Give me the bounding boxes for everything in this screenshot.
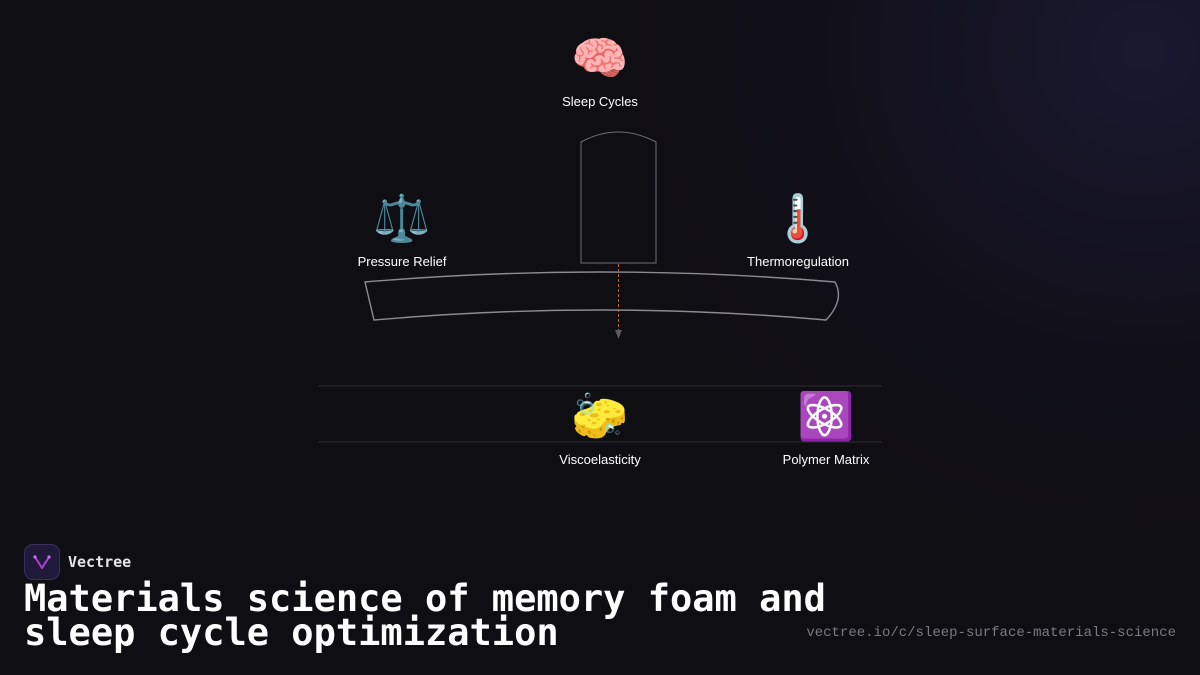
node-label: Pressure Relief xyxy=(357,254,447,269)
balance-scale-icon: ⚖️ xyxy=(373,192,431,244)
node-label: Sleep Cycles xyxy=(562,94,638,109)
vectree-logo xyxy=(24,544,60,580)
sponge-icon: 🧽 xyxy=(571,390,629,442)
node-polymer-matrix: ⚛️ Polymer Matrix xyxy=(746,388,906,467)
brain-icon: 🧠 xyxy=(571,32,629,84)
page-title: Materials science of memory foam and sle… xyxy=(24,577,826,654)
thermometer-icon: 🌡️ xyxy=(769,192,827,244)
node-label: Thermoregulation xyxy=(747,254,849,269)
source-url[interactable]: vectree.io/c/sleep-surface-materials-sci… xyxy=(806,625,1176,641)
node-pressure-relief: ⚖️ Pressure Relief xyxy=(322,190,482,269)
foam-layer-shape xyxy=(364,271,840,321)
brand: Vectree xyxy=(24,544,131,580)
atom-icon: ⚛️ xyxy=(797,390,855,442)
node-label: Viscoelasticity xyxy=(559,452,641,467)
compression-arrow-head xyxy=(615,330,622,339)
node-label: Polymer Matrix xyxy=(782,452,870,467)
node-viscoelasticity: 🧽 Viscoelasticity xyxy=(520,388,680,467)
node-thermoregulation: 🌡️ Thermoregulation xyxy=(718,190,878,269)
node-sleep-cycles: 🧠 Sleep Cycles xyxy=(520,30,680,109)
brand-name: Vectree xyxy=(68,553,132,571)
body-pillar-shape xyxy=(580,131,657,264)
